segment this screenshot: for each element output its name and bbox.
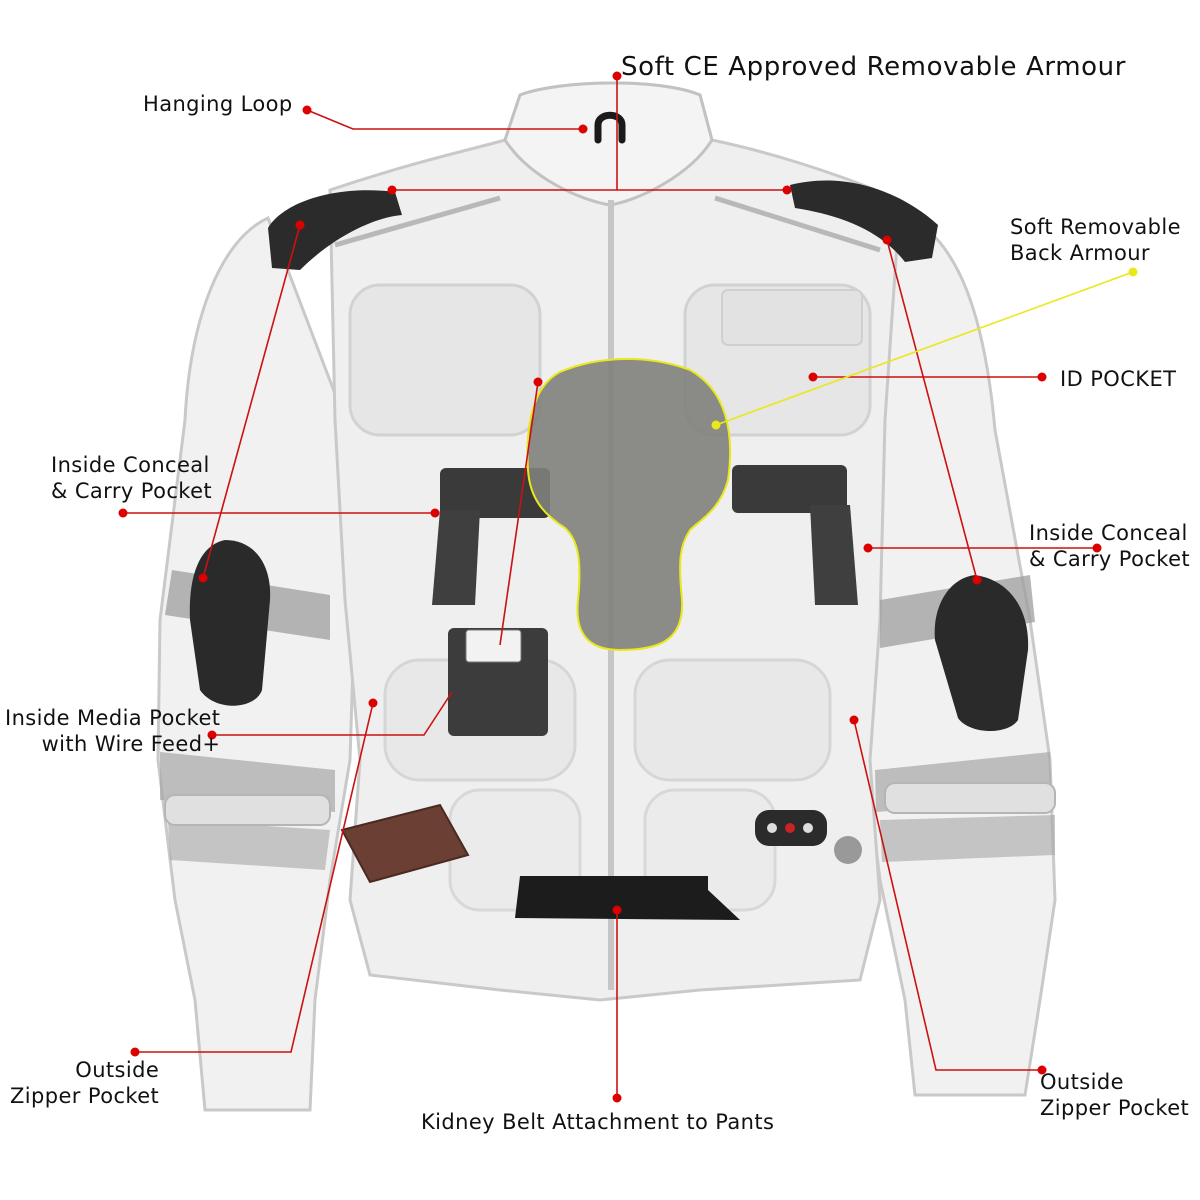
label-conceal-left: Inside Conceal & Carry Pocket [51,452,212,504]
callout-media-pocket [212,691,453,736]
callout-dots [118,71,1102,1103]
label-armour-text: Soft CE Approved Removable Armour [621,52,1127,82]
label-media-pocket: Inside Media Pocket with Wire Feed+ [5,705,220,757]
callout-armour-right-elbow [886,239,978,581]
label-media-pocket-line1: Inside Media Pocket [5,706,221,730]
label-conceal-right-line2: & Carry Pocket [1029,547,1191,571]
callout-zipper-left [135,702,374,1053]
pistol-left [432,468,550,605]
hanging-loop-icon [594,111,626,144]
chest-panel-left [348,283,542,437]
label-kidney-belt-text: Kidney Belt Attachment to Pants [421,1110,775,1134]
elbow-armour-pad [934,575,1029,732]
label-id-pocket-text: ID POCKET [1060,367,1177,391]
label-armour: Soft CE Approved Removable Armour [621,52,1126,82]
label-zipper-left-line1: Outside [75,1058,160,1082]
label-hanging-loop-text: Hanging Loop [143,92,293,116]
back-armour-insert [526,358,732,652]
callout-back-armour [715,271,1134,426]
shoulder-armour-pad [790,180,938,262]
elbow-armour-pad [189,540,271,706]
callout-media-wire [499,381,539,646]
callout-zipper-right [853,719,1042,1071]
callout-lines [123,75,1097,1098]
left-sleeve-band-cuff [168,820,330,870]
chest-vent-right [714,195,881,253]
callout-armour-left-elbow [202,224,301,579]
kidney-belt-zipper-icon [515,876,740,920]
shoulder-armour-pad [268,190,402,270]
car-key-fob-icon [755,810,862,864]
chest-vent-left [334,195,501,248]
right-cuff-strap [884,782,1056,814]
lower-panel-right [633,658,832,782]
callout-hanging-loop [306,109,583,130]
label-back-armour-line1: Soft Removable [1010,215,1181,239]
label-hanging-loop: Hanging Loop [143,91,293,117]
label-kidney-belt: Kidney Belt Attachment to Pants [421,1109,774,1135]
label-conceal-left-line1: Inside Conceal [51,453,210,477]
smartphone-icon [465,629,522,663]
label-conceal-right: Inside Conceal & Carry Pocket [1029,520,1190,572]
label-id-pocket: ID POCKET [1060,366,1176,392]
label-conceal-right-line1: Inside Conceal [1029,521,1188,545]
label-conceal-left-line2: & Carry Pocket [51,479,213,503]
back-armour-dots [711,267,1138,430]
media-pocket [448,628,548,736]
id-pocket-flap [721,289,863,346]
label-zipper-left: Outside Zipper Pocket [10,1057,159,1109]
wallet-icon [340,803,470,884]
label-back-armour: Soft Removable Back Armour [1010,214,1181,266]
label-zipper-left-line2: Zipper Pocket [10,1084,160,1108]
collar [503,81,714,207]
left-cuff-strap [164,794,331,826]
label-back-armour-line2: Back Armour [1010,241,1150,265]
label-media-pocket-line2: with Wire Feed+ [41,732,221,756]
right-sleeve-band-cuff [880,815,1055,862]
pistol-right [732,465,858,605]
label-zipper-right-line2: Zipper Pocket [1040,1096,1190,1120]
label-zipper-right-line1: Outside [1040,1070,1124,1094]
label-zipper-right: Outside Zipper Pocket [1040,1069,1189,1121]
